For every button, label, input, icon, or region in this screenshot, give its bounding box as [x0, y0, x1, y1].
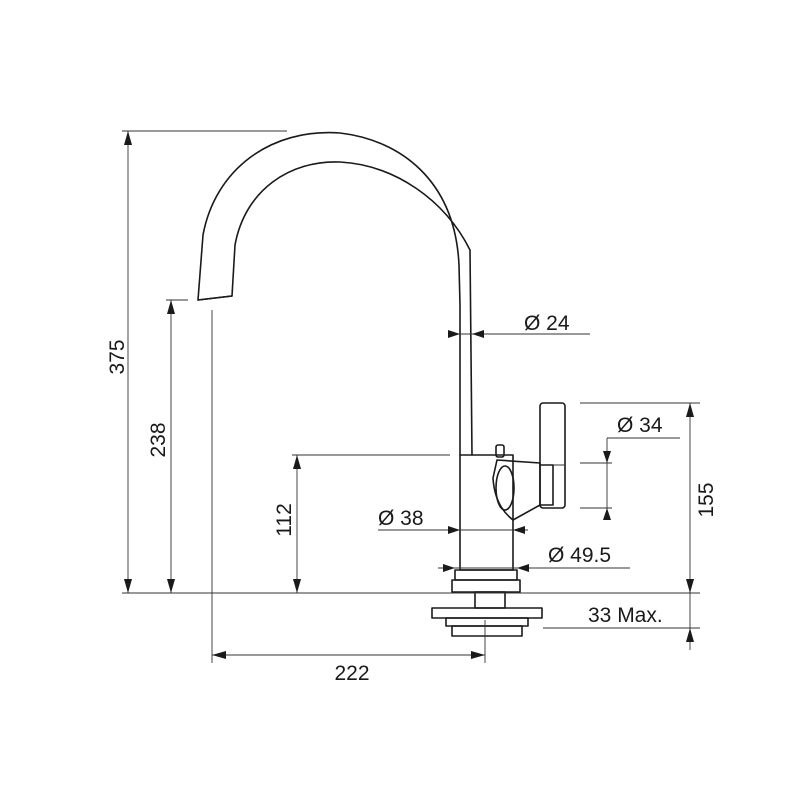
label-body-diameter: Ø 38 [378, 507, 424, 530]
spout-outlet [197, 295, 233, 301]
fixing-nut [451, 625, 523, 637]
extension-lines [122, 130, 700, 663]
handle-joint [539, 464, 554, 506]
label-body-height: 112 [273, 503, 296, 536]
spout-gooseneck [197, 131, 473, 456]
handle-lever [539, 402, 566, 509]
fixing-washer [445, 617, 529, 627]
label-total-height: 375 [106, 339, 129, 374]
fixing-plate [431, 607, 543, 619]
label-spout-reach: 222 [334, 662, 369, 685]
base-ring [451, 579, 521, 593]
label-spout-diameter: Ø 24 [524, 312, 570, 335]
body-knob [495, 444, 505, 458]
label-handle-diameter: Ø 34 [617, 414, 663, 437]
label-handle-height: 155 [695, 482, 718, 517]
dimension-labels: 375 238 112 155 222 Ø 24 Ø 34 Ø 38 Ø 49.… [106, 312, 718, 685]
base-collar [454, 569, 518, 581]
faucet-outline [197, 131, 566, 637]
label-spout-height: 238 [147, 422, 170, 457]
label-max-deck: 33 Max. [588, 604, 663, 627]
fixing-stud [474, 591, 506, 609]
dimension-lines [124, 131, 694, 659]
handle-connector-ellipse [495, 465, 515, 511]
label-base-diameter: Ø 49.5 [548, 544, 611, 567]
